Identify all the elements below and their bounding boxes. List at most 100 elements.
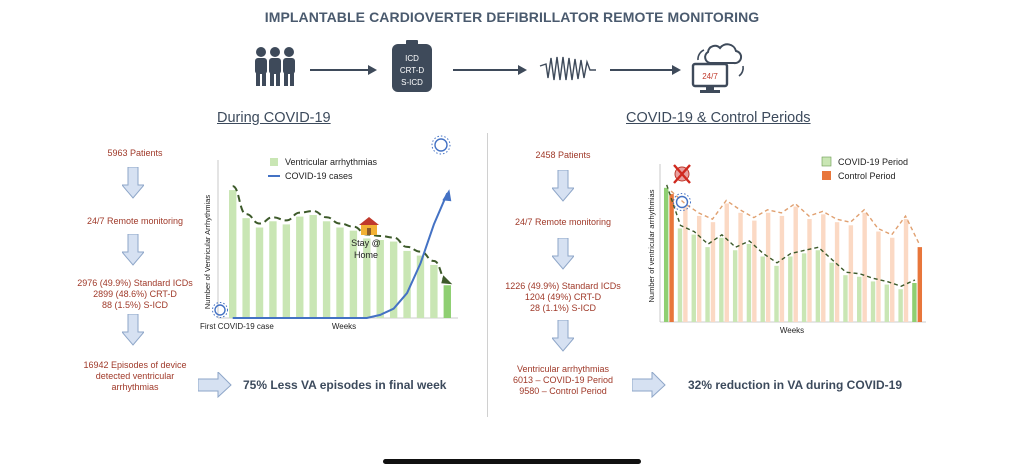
covid-period-bar: [663, 187, 669, 322]
va-bar: [376, 240, 384, 318]
control-period-bar: [821, 214, 826, 322]
house-icon: [359, 217, 379, 235]
right-va-text: Ventricular arrhythmias 6013 – COVID-19 …: [478, 364, 648, 397]
home-indicator[interactable]: [383, 459, 641, 464]
left-device-line-3: 88 (1.5%) S-ICD: [101, 300, 169, 310]
va-trend-line: [232, 185, 448, 283]
covid-trend-line: [666, 184, 916, 287]
covid-period-bar: [829, 262, 834, 322]
virus-icon-end: [431, 135, 451, 155]
covid-cases-arrowhead: [442, 189, 452, 202]
va-bar: [255, 227, 264, 318]
covid-period-bar: [732, 250, 738, 322]
left-down-arrow-1: [122, 167, 144, 199]
right-chart-xlabel: Weeks: [780, 326, 804, 335]
covid-period-bar: [719, 237, 724, 322]
left-conclusion: 75% Less VA episodes in final week: [243, 378, 447, 392]
flow-arrow-1: [310, 65, 377, 75]
control-period-bar: [752, 220, 757, 322]
virus-icon-start: [212, 302, 228, 318]
control-period-bar: [738, 212, 743, 322]
covid-period-bar: [898, 289, 903, 322]
control-period-bar: [669, 194, 674, 322]
stay-home-line-2: Home: [354, 250, 378, 260]
va-trend-arrowhead: [441, 275, 453, 285]
va-bar: [403, 250, 411, 318]
va-bar: [229, 190, 237, 318]
va-bar: [296, 216, 304, 318]
left-device-line-1: 2976 (49.9%) Standard ICDs: [77, 278, 193, 288]
covid-period-bar: [788, 256, 793, 322]
control-period-bar: [807, 219, 812, 322]
control-period-bar: [848, 225, 854, 322]
device-icon: ICD CRT-D S-ICD: [392, 40, 432, 92]
covid-period-bar: [843, 275, 848, 322]
covid-period-bar: [677, 228, 683, 322]
control-period-bar: [917, 247, 923, 322]
control-trend-line: [670, 190, 920, 245]
right-device-line-3: 28 (1.1%) S-ICD: [529, 303, 597, 313]
control-period-bar: [683, 206, 688, 322]
right-chart: Number of ventricular arrhythmias COVID-…: [647, 156, 926, 335]
va-bar: [269, 221, 277, 318]
device-label-sicd: S-ICD: [401, 78, 423, 87]
control-period-bar: [862, 212, 867, 322]
va-bar: [443, 285, 451, 318]
covid-period-bar: [912, 283, 917, 322]
control-period-bar: [876, 231, 881, 322]
covid-period-bar: [746, 244, 752, 322]
virus-icon-right: [673, 193, 691, 211]
left-section-title: During COVID-19: [217, 110, 331, 126]
control-period-bar: [793, 206, 798, 322]
right-va-line-3: 9580 – Control Period: [519, 386, 607, 396]
control-period-bar: [779, 215, 785, 322]
left-legend-covid: COVID-19 cases: [285, 171, 353, 181]
left-down-arrow-2: [122, 234, 144, 266]
monitor-label: 24/7: [702, 72, 718, 81]
right-va-line-1: Ventricular arrhythmias: [516, 364, 610, 374]
virus-crossed-icon: [673, 164, 691, 184]
left-legend-va: Ventricular arrhythmias: [285, 157, 378, 167]
left-chart-xlabel: Weeks: [332, 322, 356, 331]
remote-monitor-icon: 24/7: [691, 43, 744, 93]
covid-period-bar: [857, 276, 862, 322]
va-bar: [389, 241, 398, 318]
left-device-breakdown: 2976 (49.9%) Standard ICDs 2899 (48.6%) …: [45, 278, 225, 311]
right-va-line-2: 6013 – COVID-19 Period: [512, 375, 614, 385]
left-episodes-line-2: detected ventricular: [95, 371, 175, 381]
left-legend-va-swatch: [270, 158, 278, 166]
right-patients-text: 2458 Patients: [535, 150, 591, 160]
right-down-arrow-2: [552, 238, 574, 270]
right-monitoring-text: 24/7 Remote monitoring: [514, 217, 612, 227]
va-bar: [349, 230, 358, 318]
left-episodes-line-3: arrhythmias: [111, 382, 159, 392]
left-device-line-2: 2899 (48.6%) CRT-D: [93, 289, 177, 299]
covid-cases-line: [232, 192, 449, 319]
device-label-crtd: CRT-D: [400, 66, 425, 75]
right-legend-covid-swatch: [821, 156, 832, 167]
covid-period-bar: [691, 234, 696, 322]
va-bar: [309, 215, 317, 318]
left-episodes-line-1: 16942 Episodes of device: [83, 360, 187, 370]
covid-period-bar: [870, 281, 876, 322]
covid-period-bar: [884, 284, 890, 322]
right-chart-ylabel: Number of ventricular arrhythmias: [647, 189, 656, 302]
right-device-line-1: 1226 (49.9%) Standard ICDs: [505, 281, 621, 291]
stay-home-line-1: Stay @: [351, 238, 381, 248]
flow-arrow-2: [453, 65, 527, 75]
left-monitoring-text: 24/7 Remote monitoring: [86, 216, 184, 226]
page-title: IMPLANTABLE CARDIOVERTER DEFIBRILLATOR R…: [264, 9, 760, 25]
right-section-title: COVID-19 & Control Periods: [626, 110, 811, 126]
workflow-row: ICD CRT-D S-ICD 24/7: [255, 40, 744, 93]
right-device-breakdown: 1226 (49.9%) Standard ICDs 1204 (49%) CR…: [473, 281, 653, 314]
control-period-bar: [696, 215, 702, 322]
va-bar: [336, 227, 344, 318]
va-bar: [282, 224, 291, 318]
left-episodes-text: 16942 Episodes of device detected ventri…: [50, 360, 220, 393]
va-bar: [322, 221, 331, 318]
patients-icon: [255, 47, 295, 86]
right-down-arrow-1: [552, 170, 574, 202]
section-divider: [487, 133, 488, 417]
left-right-arrow: [198, 372, 232, 398]
va-bar: [242, 218, 250, 318]
